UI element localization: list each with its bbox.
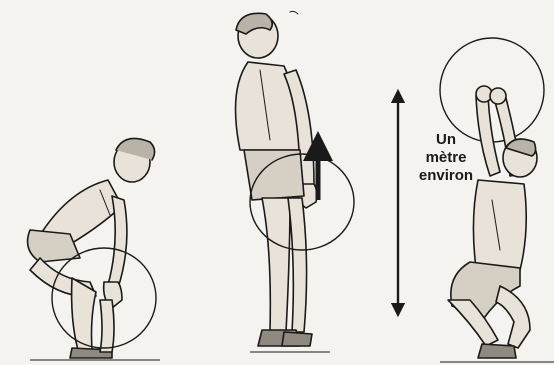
- annotation-line-1: Un: [411, 131, 481, 149]
- height-annotation: Un mètre environ: [411, 131, 481, 185]
- lifter-standing-pull: [236, 11, 317, 346]
- lifter-overhead-squat: [448, 86, 537, 358]
- annotation-line-3: environ: [411, 167, 481, 185]
- annotation-line-2: mètre: [411, 149, 481, 167]
- lifter-start-position: [28, 138, 155, 358]
